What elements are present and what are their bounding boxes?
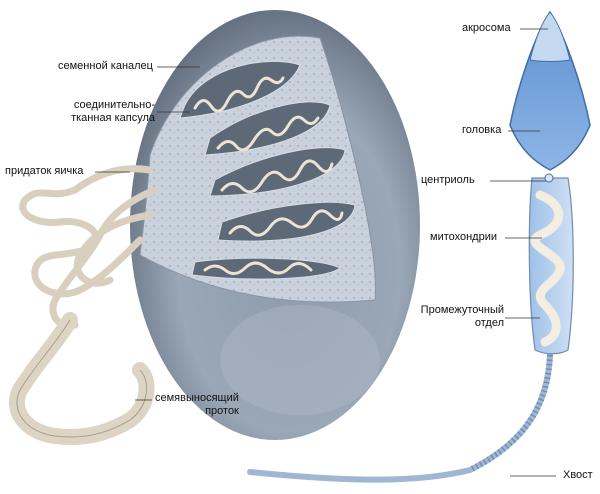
label-vas-deferens-line1: семявыносящий: [155, 392, 239, 404]
tubule-coils: [193, 76, 344, 275]
mitochondrion-coil: [530, 190, 565, 347]
label-midpiece-line1: Промежуточный: [420, 304, 504, 316]
epididymis-coil: [49, 186, 159, 330]
label-capsule: соединительно- тканная капсула: [62, 99, 155, 125]
mitochondria-helix: [530, 190, 565, 347]
spermatozoon: [247, 10, 591, 483]
tubule-coil: [193, 76, 285, 113]
tubule-coil: [220, 159, 334, 194]
label-vas-deferens-line2: проток: [205, 405, 239, 417]
leader-lines: [95, 28, 556, 477]
testis: [130, 10, 420, 440]
label-acrosome: акросома: [462, 22, 511, 34]
sperm-midpiece: [528, 177, 574, 355]
sperm-centriole: [544, 173, 554, 183]
label-capsule-line2: тканная капсула: [71, 112, 155, 124]
label-capsule-line1: соединительно-: [73, 99, 155, 111]
epididymis: [19, 165, 159, 330]
sperm-tail-rings: [468, 354, 553, 473]
label-centriole: центриоль: [421, 174, 475, 186]
sperm-acrosome: [529, 11, 571, 62]
vas-deferens-outline: [16, 319, 148, 438]
label-head: головка: [462, 124, 502, 136]
tubule-coil: [203, 261, 313, 275]
epididymis-coil: [73, 211, 154, 287]
label-mitochondria: митохондрии: [430, 231, 498, 243]
label-epididymis: придаток яичка: [5, 165, 84, 177]
vas-deferens: [8, 312, 155, 445]
label-seminiferous-tubule: семенной каналец: [58, 60, 153, 72]
label-tail: Хвост: [563, 469, 593, 481]
epididymis-coil: [19, 165, 154, 298]
label-vas-deferens: семявыносящий проток: [155, 392, 239, 418]
testis-highlight: [220, 305, 380, 415]
sperm-tail: [247, 352, 553, 483]
vas-deferens-duct: [8, 312, 155, 445]
tubule-coil: [216, 115, 320, 152]
sperm-head: [509, 10, 591, 171]
tubule-coil: [228, 209, 344, 237]
label-midpiece-line2: отдел: [474, 317, 504, 329]
label-midpiece: Промежуточный отдел: [408, 304, 504, 330]
